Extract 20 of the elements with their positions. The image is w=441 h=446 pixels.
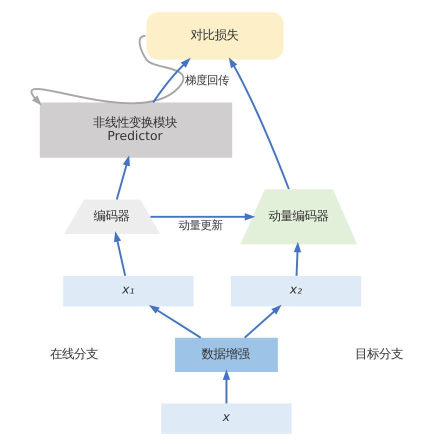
node-box: x	[160, 403, 292, 434]
arrow	[150, 213, 255, 220]
label: 在线分支	[50, 347, 98, 362]
arrow	[222, 369, 230, 404]
node-box: x₂	[230, 276, 361, 306]
arrow	[30, 34, 184, 106]
node-box: 对比损失	[146, 12, 284, 60]
arrow	[113, 231, 126, 276]
node-box: 非线性变换模块 Predictor	[39, 102, 232, 158]
label: 目标分支	[354, 347, 402, 362]
arrow	[228, 57, 290, 190]
edge-label: 梯度回传	[184, 73, 228, 88]
arrow	[293, 242, 301, 276]
arrow	[148, 304, 201, 338]
arrow	[244, 304, 282, 338]
edge-label: 动量更新	[178, 218, 222, 232]
arrow	[152, 58, 190, 103]
arrow	[115, 155, 130, 200]
node-box: 数据增强	[174, 338, 278, 372]
node-box: x₁	[62, 276, 194, 306]
